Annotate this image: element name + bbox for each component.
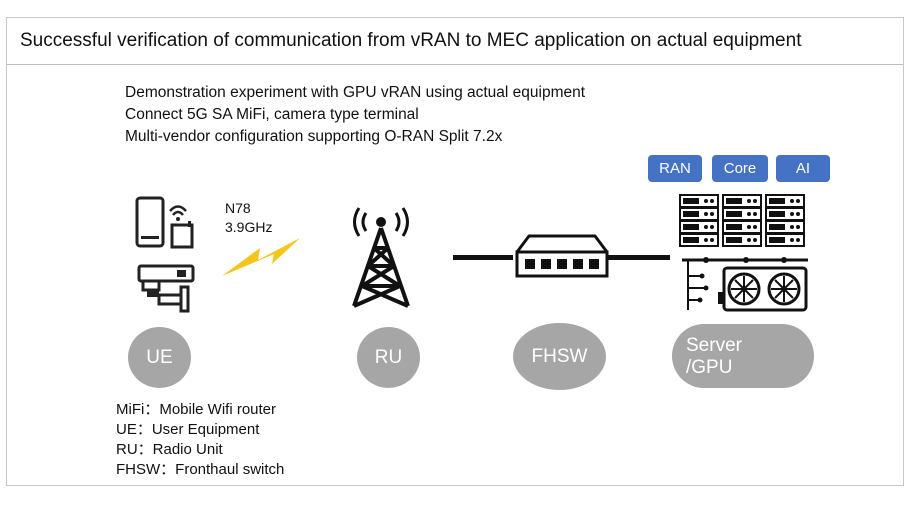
band-name: N78 xyxy=(225,200,251,216)
band-frequency: 3.9GHz xyxy=(225,219,273,235)
radio-tower-icon xyxy=(352,207,410,308)
node-ru-label: RU xyxy=(374,346,403,368)
link-fhsw-server xyxy=(608,255,670,260)
link-ru-fhsw xyxy=(453,255,513,260)
tag-ai: AI xyxy=(776,155,830,182)
node-server-sublabel: /GPU xyxy=(686,357,733,378)
legend-item: UE：User Equipment xyxy=(116,421,260,438)
tag-core: Core xyxy=(712,155,768,182)
tag-ran: RAN xyxy=(648,155,702,182)
node-ru: RU xyxy=(357,327,420,388)
node-server: Server /GPU xyxy=(672,324,814,388)
diagram-title: Successful verification of communication… xyxy=(20,30,802,51)
title-divider xyxy=(7,64,903,65)
legend-item: RU：Radio Unit xyxy=(116,441,223,458)
description-line-1: Demonstration experiment with GPU vRAN u… xyxy=(125,84,586,101)
node-fhsw: FHSW xyxy=(513,323,606,390)
node-ue: UE xyxy=(128,327,191,388)
network-switch-icon xyxy=(515,234,609,278)
wifi-router-icon xyxy=(169,205,194,249)
legend-item: FHSW：Fronthaul switch xyxy=(116,461,285,478)
node-fhsw-label: FHSW xyxy=(531,345,588,367)
description-line-2: Connect 5G SA MiFi, camera type terminal xyxy=(125,106,419,123)
description-line-3: Multi-vendor configuration supporting O-… xyxy=(125,128,503,145)
server-rack-icon xyxy=(679,194,805,247)
node-ue-label: UE xyxy=(146,346,173,368)
gpu-card-icon xyxy=(682,257,808,312)
legend-item: MiFi：Mobile Wifi router xyxy=(116,401,277,418)
security-camera-icon xyxy=(137,264,195,313)
lightning-icon xyxy=(222,238,300,276)
node-server-label: Server xyxy=(686,335,742,356)
tablet-icon xyxy=(135,196,165,248)
diagram-frame xyxy=(6,17,904,486)
